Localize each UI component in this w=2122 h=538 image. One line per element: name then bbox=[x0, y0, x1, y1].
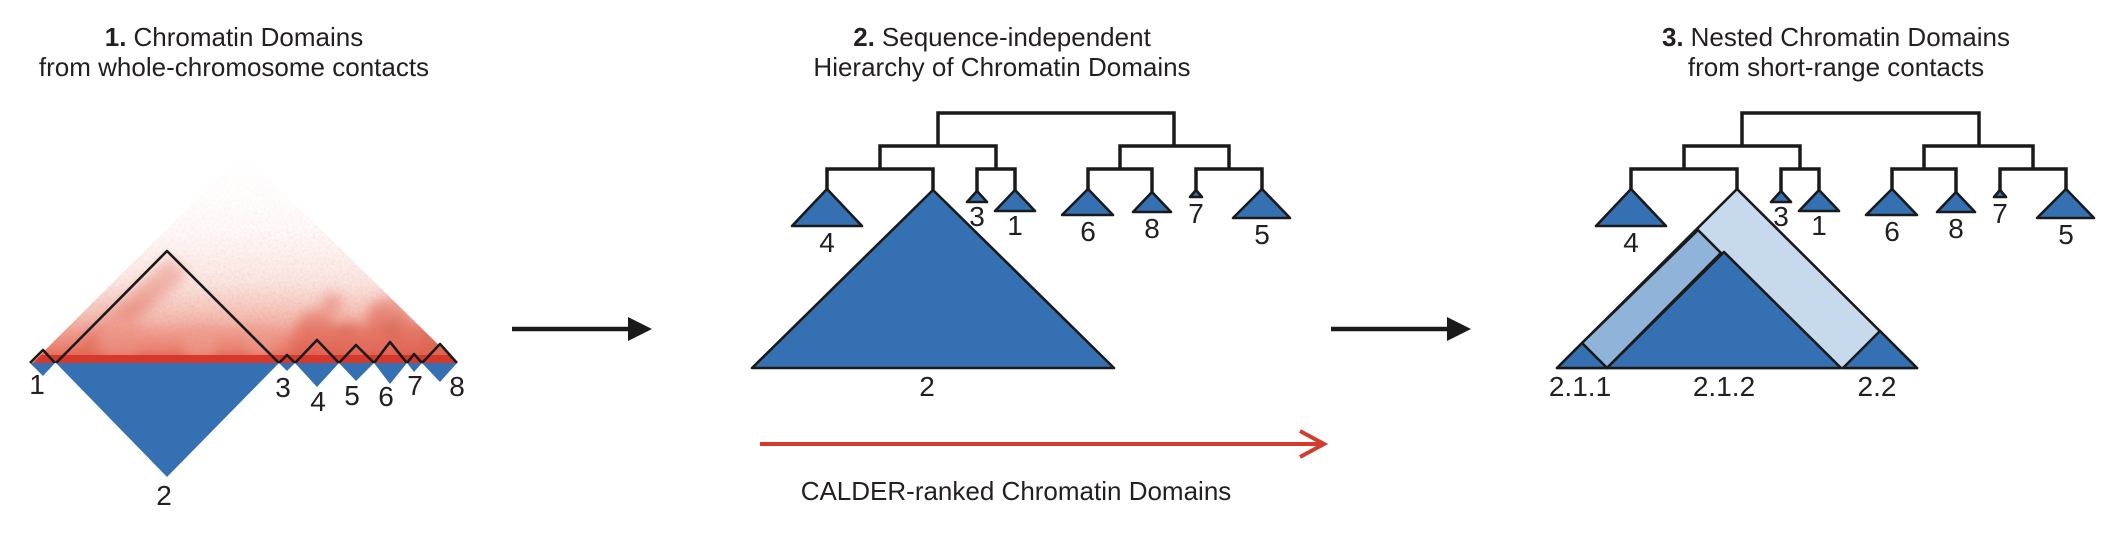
leaf-triangle-8 bbox=[1131, 190, 1173, 214]
leaf-triangle-5 bbox=[2035, 187, 2096, 220]
leaf-triangle-4 bbox=[790, 187, 864, 228]
panel3-dendrogram: 4 3 1 6 8 7 5 2.1.1 2.1.2 2.2 bbox=[1549, 111, 2096, 402]
panel1-heatmap: 1 2 3 4 5 6 7 8 bbox=[29, 153, 465, 511]
nested-domain-triangle bbox=[1555, 187, 1919, 370]
red-arrow-head-icon bbox=[1299, 429, 1329, 459]
calder-rank-arrow bbox=[760, 429, 1329, 459]
leaf-label: 1 bbox=[1811, 210, 1827, 241]
leaf-triangle-6 bbox=[1864, 187, 1919, 217]
leaf-triangle-3 bbox=[965, 189, 989, 204]
step-arrow-1 bbox=[512, 317, 652, 341]
leaf-triangle-1 bbox=[993, 188, 1037, 213]
leaf-label: 4 bbox=[819, 227, 835, 258]
leaf-triangle-8 bbox=[1935, 190, 1977, 214]
panel2-title-text: Sequence-independent bbox=[882, 22, 1152, 52]
panel2-title-line2: Hierarchy of Chromatin Domains bbox=[813, 52, 1190, 82]
leaf-triangle-4 bbox=[1594, 187, 1668, 228]
leaf-triangle-5 bbox=[1231, 187, 1292, 220]
nested-label: 2.1.2 bbox=[1693, 371, 1755, 402]
dendrogram-connectors bbox=[825, 111, 1264, 192]
domain-label: 8 bbox=[449, 371, 465, 402]
leaf-label: 5 bbox=[1254, 219, 1270, 250]
nested-domain-2-2 bbox=[1841, 329, 1919, 370]
nested-label: 2.2 bbox=[1858, 371, 1897, 402]
mirror-domain-triangles bbox=[30, 363, 457, 477]
panel-titles: 1.Chromatin Domains from whole-chromosom… bbox=[39, 22, 2010, 82]
heatmap-top-fade bbox=[32, 153, 457, 363]
panel3-title-line2: from short-range contacts bbox=[1688, 52, 1984, 82]
leaf-label: 4 bbox=[1623, 227, 1639, 258]
domain-label: 3 bbox=[275, 372, 291, 403]
nested-label: 2.1.1 bbox=[1549, 371, 1611, 402]
leaf-triangles bbox=[1594, 187, 2096, 228]
leaf-label: 7 bbox=[1992, 198, 2008, 229]
heatmap-triangle bbox=[32, 153, 457, 363]
leaf-label: 1 bbox=[1007, 210, 1023, 241]
arrow-head-icon bbox=[628, 317, 652, 341]
domain-label: 7 bbox=[407, 370, 423, 401]
panel1-title-text: Chromatin Domains bbox=[133, 22, 363, 52]
leaf-label: 5 bbox=[2058, 219, 2074, 250]
leaf-label: 8 bbox=[1948, 213, 1964, 244]
leaf-triangles bbox=[750, 187, 1292, 370]
leaf-triangle-3 bbox=[1769, 189, 1793, 204]
leaf-label: 8 bbox=[1144, 213, 1160, 244]
calder-rank-arrow-label: CALDER-ranked Chromatin Domains bbox=[801, 476, 1232, 506]
panel3-title-line1: 3.Nested Chromatin Domains bbox=[1662, 22, 2010, 52]
leaf-label: 7 bbox=[1188, 198, 1204, 229]
domain-label: 6 bbox=[378, 381, 394, 412]
leaf-triangle-6 bbox=[1060, 187, 1115, 217]
panel1-title-line1: 1.Chromatin Domains bbox=[105, 22, 363, 52]
leaf-triangle-2-big bbox=[750, 188, 1116, 370]
arrow-head-icon bbox=[1447, 317, 1471, 341]
leaf-label: 2 bbox=[919, 371, 935, 402]
leaf-triangle-1 bbox=[1797, 188, 1841, 213]
leaf-triangle-7 bbox=[1992, 188, 2008, 199]
dendrogram-connectors bbox=[1629, 111, 2068, 192]
nested-domain-2-1-1 bbox=[1555, 341, 1609, 370]
domain-outlines bbox=[29, 249, 458, 364]
domain-label: 1 bbox=[29, 369, 45, 400]
panel3-title-text: Nested Chromatin Domains bbox=[1691, 22, 2010, 52]
leaf-label: 3 bbox=[969, 201, 985, 232]
heatmap-diagonal-band bbox=[34, 355, 456, 363]
domain-label: 2 bbox=[156, 480, 172, 511]
domain-label: 5 bbox=[344, 380, 360, 411]
nested-domain-2-1-2 bbox=[1605, 250, 1843, 370]
panel2-title-number: 2. bbox=[853, 22, 875, 52]
panel3-title-number: 3. bbox=[1662, 22, 1684, 52]
domain-label: 4 bbox=[310, 386, 326, 417]
leaf-label: 6 bbox=[1884, 216, 1900, 247]
panel1-title-number: 1. bbox=[105, 22, 127, 52]
leaf-triangle-7 bbox=[1188, 188, 1204, 199]
panel1-title-line2: from whole-chromosome contacts bbox=[39, 52, 429, 82]
step-arrow-2 bbox=[1331, 317, 1471, 341]
leaf-label: 3 bbox=[1773, 201, 1789, 232]
panel2-dendrogram: 4 2 3 1 6 8 7 5 bbox=[750, 111, 1292, 402]
leaf-label: 6 bbox=[1080, 216, 1096, 247]
panel2-title-line1: 2.Sequence-independent bbox=[853, 22, 1151, 52]
